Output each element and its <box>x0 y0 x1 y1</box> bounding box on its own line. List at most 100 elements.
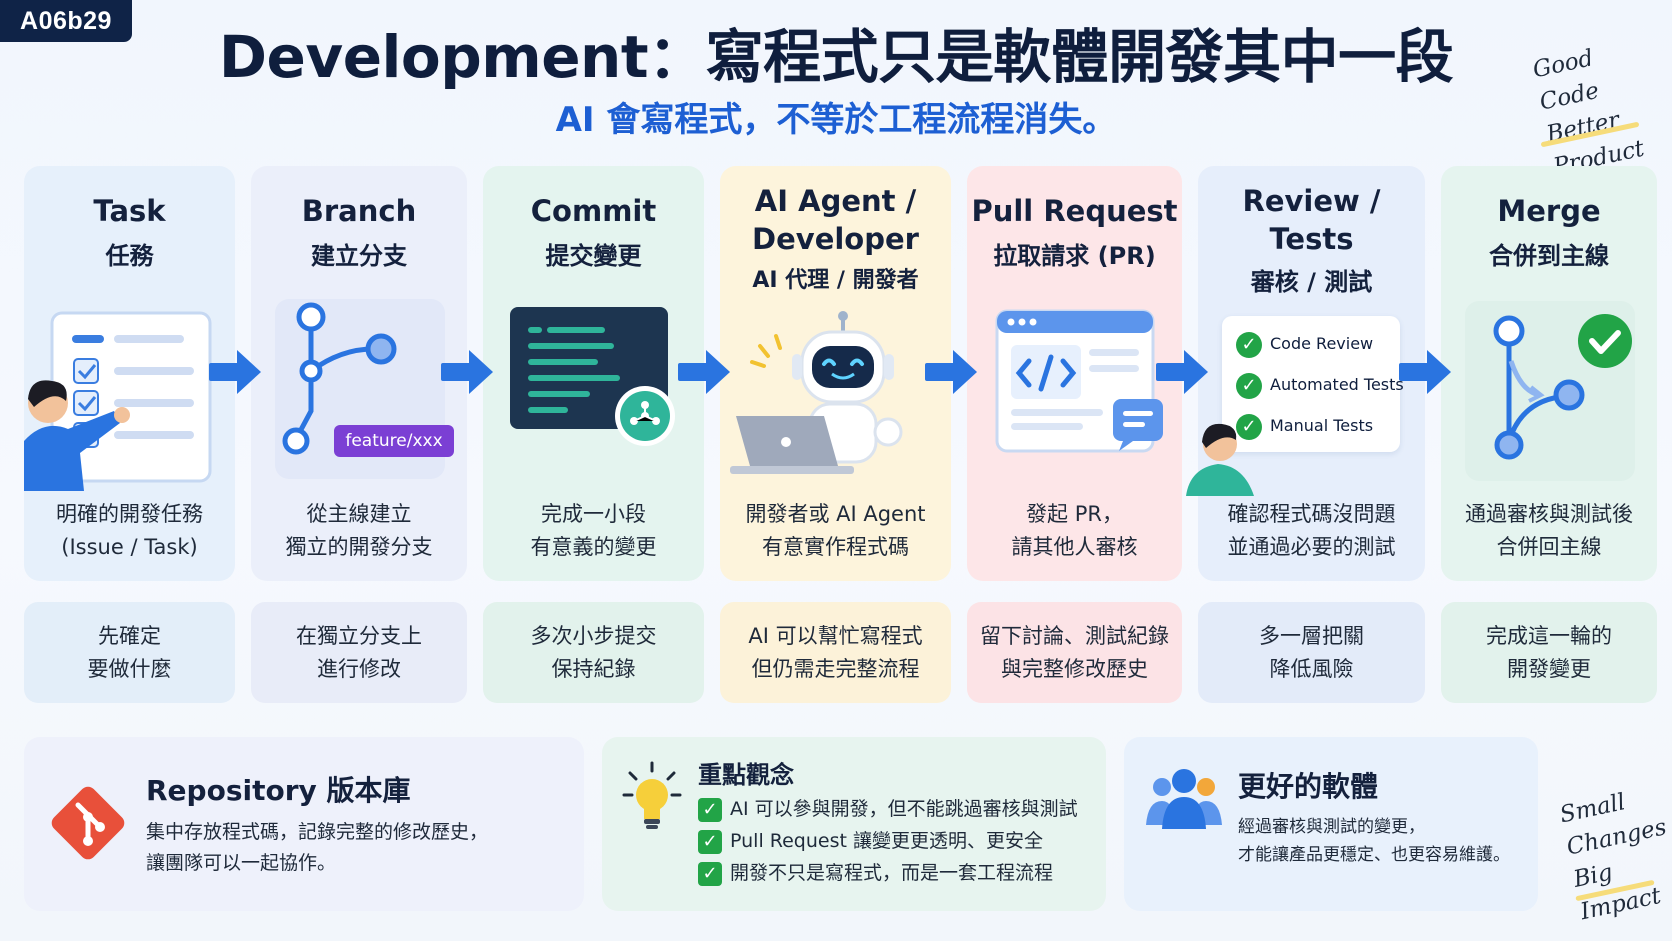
step-card-task: Task 任務 明確的開發任務 (Issue / Task) <box>24 166 235 581</box>
note-line: 多次小步提交 <box>530 623 657 648</box>
desc-line: 並通過必要的測試 <box>1227 535 1396 559</box>
step-description: 明確的開發任務 (Issue / Task) <box>24 498 235 564</box>
review-checklist: ✓ Code Review ✓ Automated Tests ✓ Manual Te… <box>1222 316 1404 452</box>
note-line: 開發變更 <box>1507 656 1591 681</box>
step-title-zh: 拉取請求 (PR) <box>993 242 1156 270</box>
check-icon: ✓ <box>698 861 722 886</box>
lightbulb-icon <box>622 761 682 829</box>
concept-item: ✓ AI 可以參與開發，但不能跳過審核與測試 <box>698 793 1078 825</box>
desc-line: 發起 PR， <box>1026 502 1123 526</box>
step-card-commit: Commit 提交變更 完成一小段 有意義的變更 <box>483 166 704 581</box>
step-card-merge: Merge 合併到主線 通過審核與測試後 合併回主線 <box>1441 166 1657 581</box>
note-line: 進行修改 <box>317 656 401 681</box>
note-line: 保持紀錄 <box>551 656 636 681</box>
step-card-ai-agent: AI Agent / Developer AI 代理 / 開發者 開發者或 AI… <box>720 166 951 581</box>
step-title: Review / Tests <box>1198 182 1425 258</box>
title-line: Developer <box>752 222 919 256</box>
desc-line: 有意義的變更 <box>530 535 657 559</box>
flow-arrow-right-icon <box>678 350 730 394</box>
git-logo-icon <box>51 786 125 860</box>
task-checklist-illustration <box>24 311 212 491</box>
step-title-zh: 審核 / 測試 <box>1250 268 1373 296</box>
note-line: 多一層把關 <box>1259 623 1364 648</box>
step-title: Task <box>93 194 166 228</box>
step-description: 確認程式碼沒問題 並通過必要的測試 <box>1198 498 1425 564</box>
check-icon: ✓ <box>1236 372 1262 399</box>
step-title-zh: 建立分支 <box>311 242 407 270</box>
step-description: 從主線建立 獨立的開發分支 <box>251 498 467 564</box>
git-branch-illustration <box>275 299 445 479</box>
reviewer-avatar <box>1186 423 1254 496</box>
check-icon: ✓ <box>698 797 722 822</box>
note-line: 降低風險 <box>1269 656 1354 681</box>
step-title-zh: 提交變更 <box>545 242 642 270</box>
desc-line: 明確的開發任務 <box>56 502 203 526</box>
concept-item: ✓ 開發不只是寫程式，而是一套工程流程 <box>698 857 1078 889</box>
step-note: 先確定要做什麼 <box>24 602 235 703</box>
step-note: 完成這一輪的開發變更 <box>1441 602 1657 703</box>
step-title-zh: 合併到主線 <box>1489 242 1609 270</box>
step-title-zh: 任務 <box>105 242 154 270</box>
text-line: 讓團隊可以一起協作。 <box>146 852 337 874</box>
step-card-branch: Branch 建立分支 feature/xxx 從主線建立 獨立的開發分支 <box>251 166 467 581</box>
text-line: 經過審核與測試的變更， <box>1238 817 1425 837</box>
robot-icon <box>730 311 903 474</box>
check-label: Manual Tests <box>1270 416 1374 435</box>
step-description: 開發者或 AI Agent 有意實作程式碼 <box>720 498 951 564</box>
page-subtitle: AI 會寫程式，不等於工程流程消失。 <box>555 100 1117 140</box>
concept-label: AI 可以參與開發，但不能跳過審核與測試 <box>730 798 1078 820</box>
note-line: 先確定 <box>98 623 161 648</box>
handwritten-note-bottom: Small Changes Big Impact <box>1557 776 1672 929</box>
step-title: Branch <box>301 194 417 228</box>
concept-label: Pull Request 讓變更更透明、更安全 <box>730 830 1043 852</box>
text-line: 集中存放程式碼，記錄完整的修改歷史， <box>146 821 489 843</box>
repository-text: 集中存放程式碼，記錄完整的修改歷史， 讓團隊可以一起協作。 <box>146 817 488 879</box>
check-label: Automated Tests <box>1270 375 1404 394</box>
desc-line: (Issue / Task) <box>61 535 198 559</box>
desc-line: 有意實作程式碼 <box>762 535 909 559</box>
title-line: Review / <box>1242 184 1381 218</box>
desc-line: 完成一小段 <box>541 502 646 526</box>
check-icon: ✓ <box>698 829 722 854</box>
flow-arrow-right-icon <box>441 350 493 394</box>
review-check-item: ✓ Automated Tests <box>1236 371 1404 399</box>
repository-panel: Repository 版本庫 集中存放程式碼，記錄完整的修改歷史， 讓團隊可以一… <box>24 737 584 911</box>
image-id-badge: A06b29 <box>0 0 132 42</box>
step-title: Commit <box>530 194 657 228</box>
check-icon: ✓ <box>1236 331 1262 358</box>
flow-arrow-right-icon <box>1399 350 1451 394</box>
step-note: 留下討論、測試紀錄與完整修改歷史 <box>967 602 1182 703</box>
step-note: AI 可以幫忙寫程式但仍需走完整流程 <box>720 602 951 703</box>
concept-label: 開發不只是寫程式，而是一套工程流程 <box>730 862 1054 884</box>
better-software-panel: 更好的軟體 經過審核與測試的變更， 才能讓產品更穩定、也更容易維護。 <box>1124 737 1538 911</box>
note-line: 與完整修改歷史 <box>1001 656 1148 681</box>
code-editor-illustration <box>510 307 675 446</box>
desc-line: 通過審核與測試後 <box>1465 502 1633 526</box>
desc-line: 請其他人審核 <box>1011 535 1138 559</box>
key-concepts-title: 重點觀念 <box>698 761 794 789</box>
title-line: Tests <box>1269 222 1354 256</box>
step-note: 多一層把關降低風險 <box>1198 602 1425 703</box>
repository-title: Repository 版本庫 <box>146 774 411 807</box>
desc-line: 確認程式碼沒問題 <box>1227 502 1396 526</box>
step-description: 通過審核與測試後 合併回主線 <box>1441 498 1657 564</box>
review-check-item: ✓ Code Review <box>1236 330 1373 358</box>
page-title: Development：寫程式只是軟體開發其中一段 <box>218 23 1454 91</box>
git-merge-illustration <box>1465 301 1635 481</box>
review-check-item: ✓ Manual Tests <box>1236 412 1373 440</box>
note-line: 留下討論、測試紀錄 <box>980 623 1169 648</box>
check-label: Code Review <box>1270 334 1374 353</box>
desc-line: 從主線建立 <box>306 502 412 526</box>
flow-arrow-right-icon <box>925 350 977 394</box>
text-line: 才能讓產品更穩定、也更容易維護。 <box>1238 845 1510 865</box>
step-title-zh: AI 代理 / 開發者 <box>752 268 919 293</box>
step-title: AI Agent / Developer <box>720 182 951 258</box>
better-software-title: 更好的軟體 <box>1238 770 1379 803</box>
check-icon: ✓ <box>1236 413 1262 440</box>
flow-arrow-right-icon <box>209 350 261 394</box>
title-line: AI Agent / <box>754 184 917 218</box>
step-description: 完成一小段 有意義的變更 <box>483 498 704 564</box>
better-software-text: 經過審核與測試的變更， 才能讓產品更穩定、也更容易維護。 <box>1238 813 1510 869</box>
desc-line: 獨立的開發分支 <box>285 535 433 559</box>
step-title: Pull Request <box>971 194 1178 228</box>
